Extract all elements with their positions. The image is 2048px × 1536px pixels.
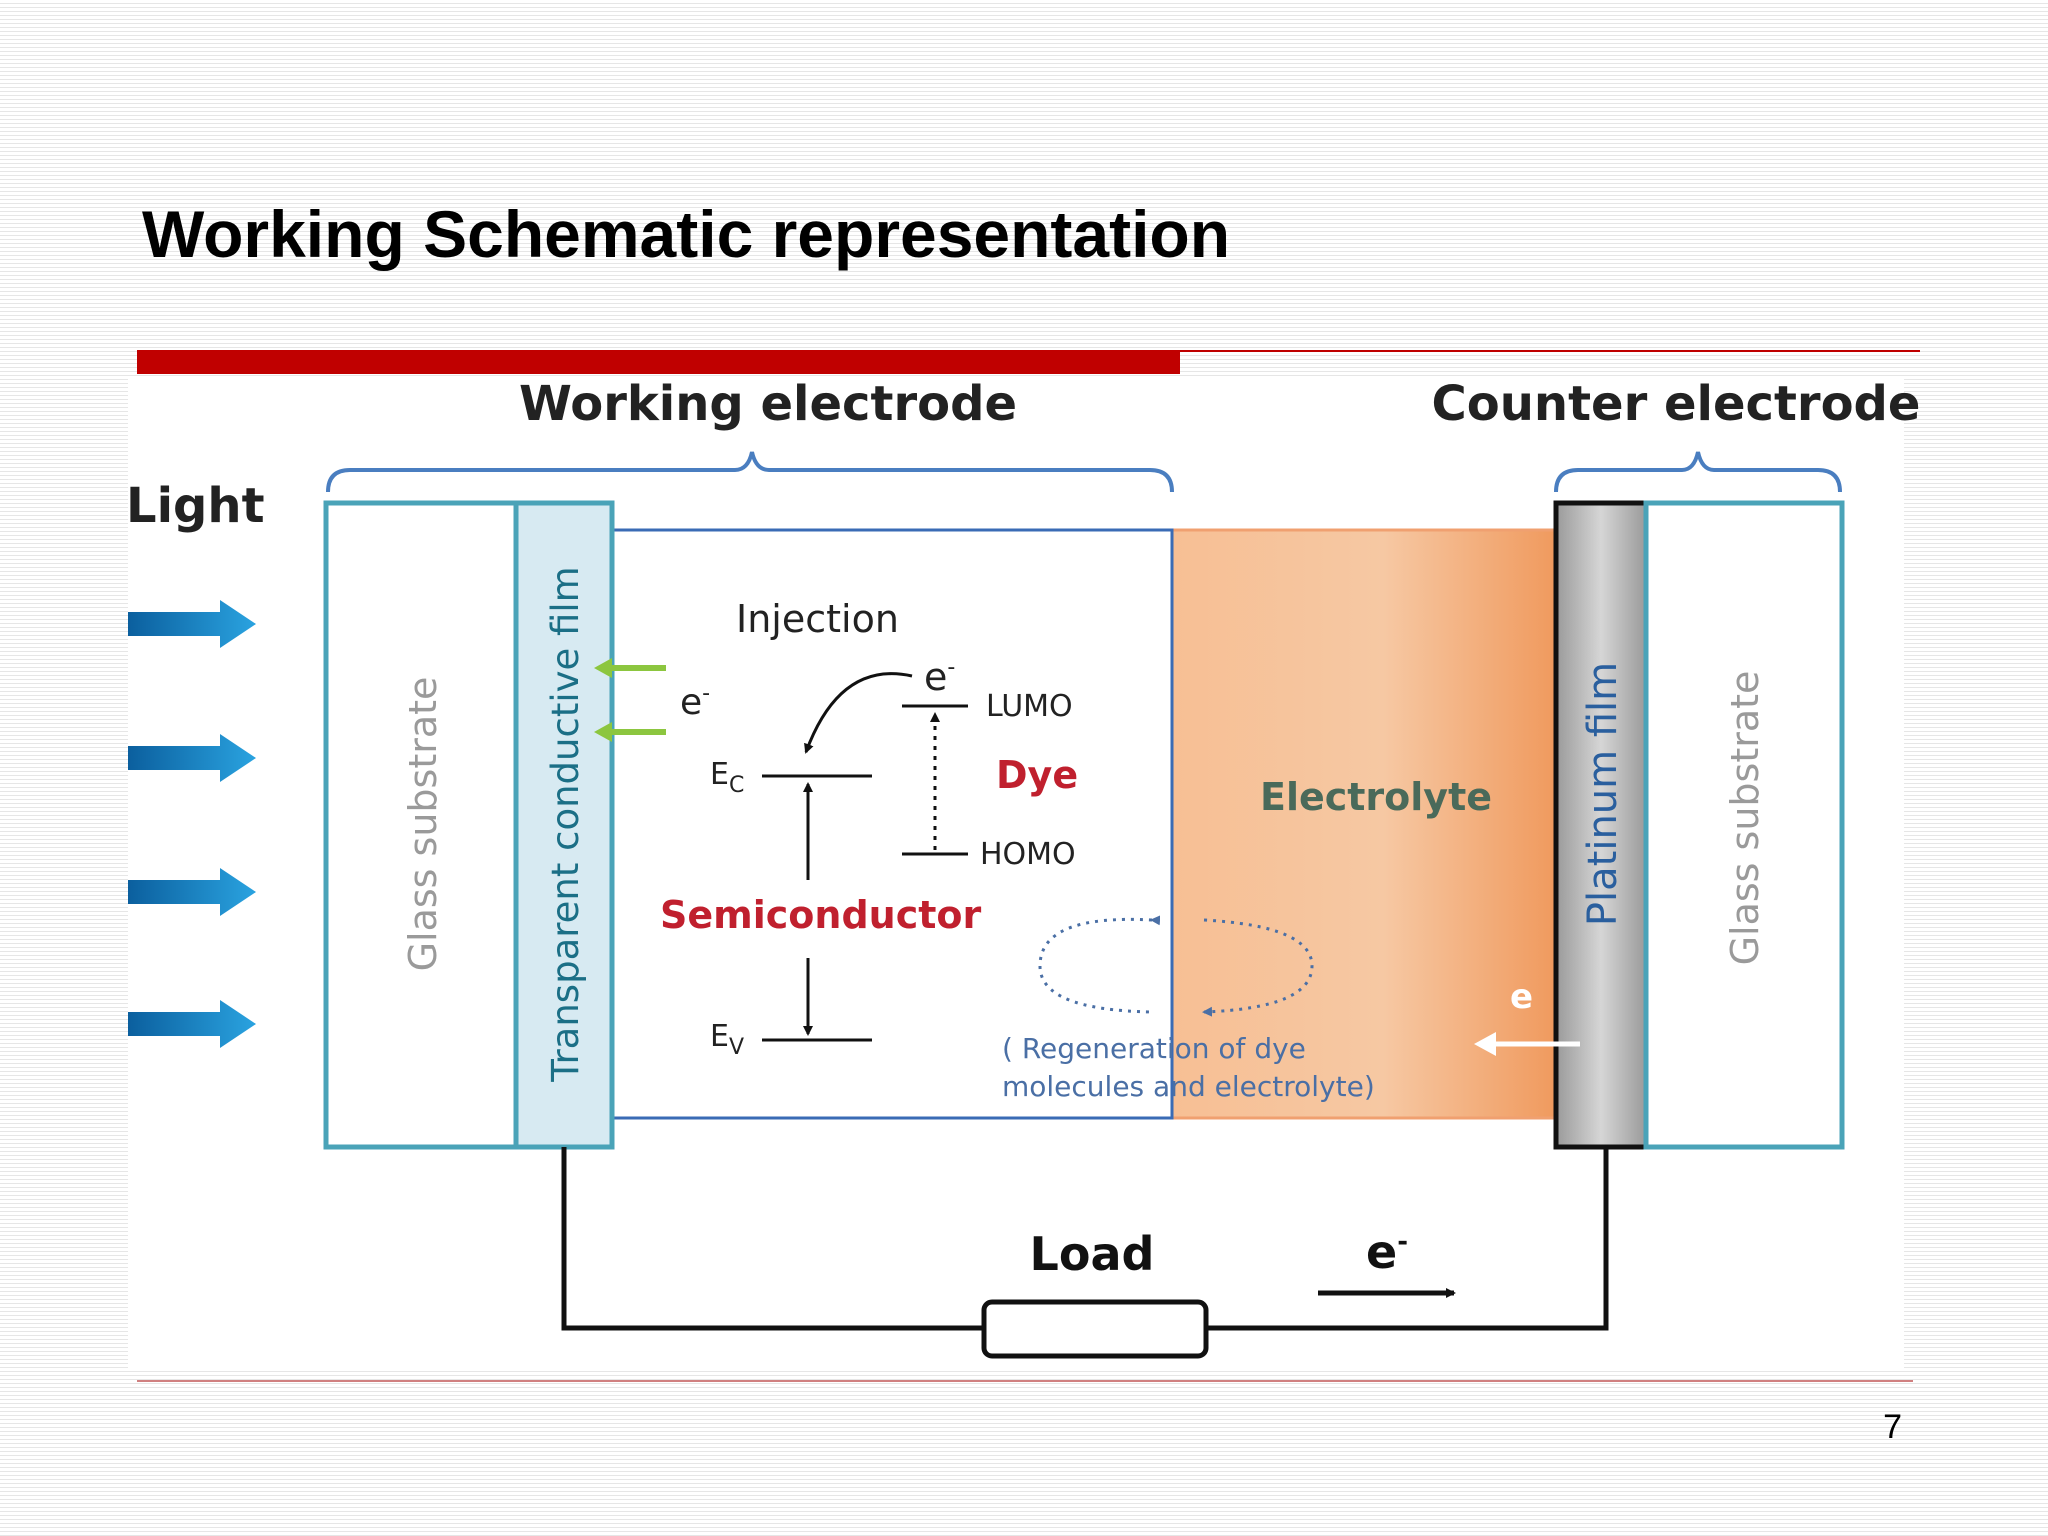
electrolyte-electron-label: e bbox=[1510, 977, 1533, 1017]
injection-label: Injection bbox=[736, 597, 899, 641]
regeneration-cycle-left bbox=[1038, 915, 1161, 1014]
glass-substrate-right-label: Glass substrate bbox=[1723, 671, 1767, 966]
light-arrow-2 bbox=[128, 734, 256, 782]
slide-title: Working Schematic representation bbox=[142, 197, 1231, 271]
homo-label: HOMO bbox=[980, 837, 1076, 872]
transparent-conductive-film bbox=[513, 500, 615, 1150]
glass-substrate-right bbox=[1643, 500, 1845, 1150]
footer-divider bbox=[137, 1380, 1913, 1382]
regeneration-cycle-right bbox=[1202, 918, 1314, 1017]
working-electrode-label: Working electrode bbox=[519, 376, 1017, 432]
glass-substrate-left bbox=[323, 500, 519, 1150]
title-accent-line bbox=[1180, 350, 1920, 352]
counter-electrode-brace bbox=[1554, 451, 1842, 493]
counter-electrode-label: Counter electrode bbox=[1432, 376, 1921, 432]
light-arrow-4 bbox=[128, 1000, 256, 1048]
electrolyte-label: Electrolyte bbox=[1260, 775, 1492, 819]
circuit-electron-label: e- bbox=[1366, 1225, 1408, 1279]
transparent-film-label: Transparent conductive film bbox=[544, 566, 587, 1082]
lumo-label: LUMO bbox=[986, 689, 1073, 724]
light-arrows bbox=[128, 600, 256, 1048]
regeneration-label-line2: molecules and electrolyte) bbox=[1002, 1070, 1375, 1103]
page-number: 7 bbox=[1883, 1408, 1902, 1446]
external-circuit-wire bbox=[561, 1147, 1609, 1331]
regeneration-label-line1: ( Regeneration of dye bbox=[1002, 1032, 1306, 1065]
ec-label: EC bbox=[710, 757, 744, 798]
light-arrow-3 bbox=[128, 868, 256, 916]
light-arrow-1 bbox=[128, 600, 256, 648]
platinum-film-label: Platinum film bbox=[1580, 662, 1626, 926]
green-arrows bbox=[594, 658, 666, 742]
electrolyte-region bbox=[1170, 528, 1558, 1120]
injected-electron-label: e- bbox=[924, 655, 955, 699]
injection-arrow bbox=[804, 672, 913, 754]
ev-label: EV bbox=[710, 1019, 744, 1060]
dye-label: Dye bbox=[996, 753, 1078, 797]
semiconductor-label: Semiconductor bbox=[660, 893, 981, 937]
platinum-film bbox=[1553, 500, 1649, 1150]
load-resistor bbox=[981, 1299, 1209, 1359]
film-electron-label: e- bbox=[680, 681, 710, 723]
working-electrode-brace bbox=[326, 451, 1174, 493]
glass-substrate-left-label: Glass substrate bbox=[401, 677, 445, 972]
load-label: Load bbox=[1030, 1227, 1155, 1281]
light-label: Light bbox=[126, 478, 265, 534]
title-accent-bar bbox=[137, 350, 1180, 374]
